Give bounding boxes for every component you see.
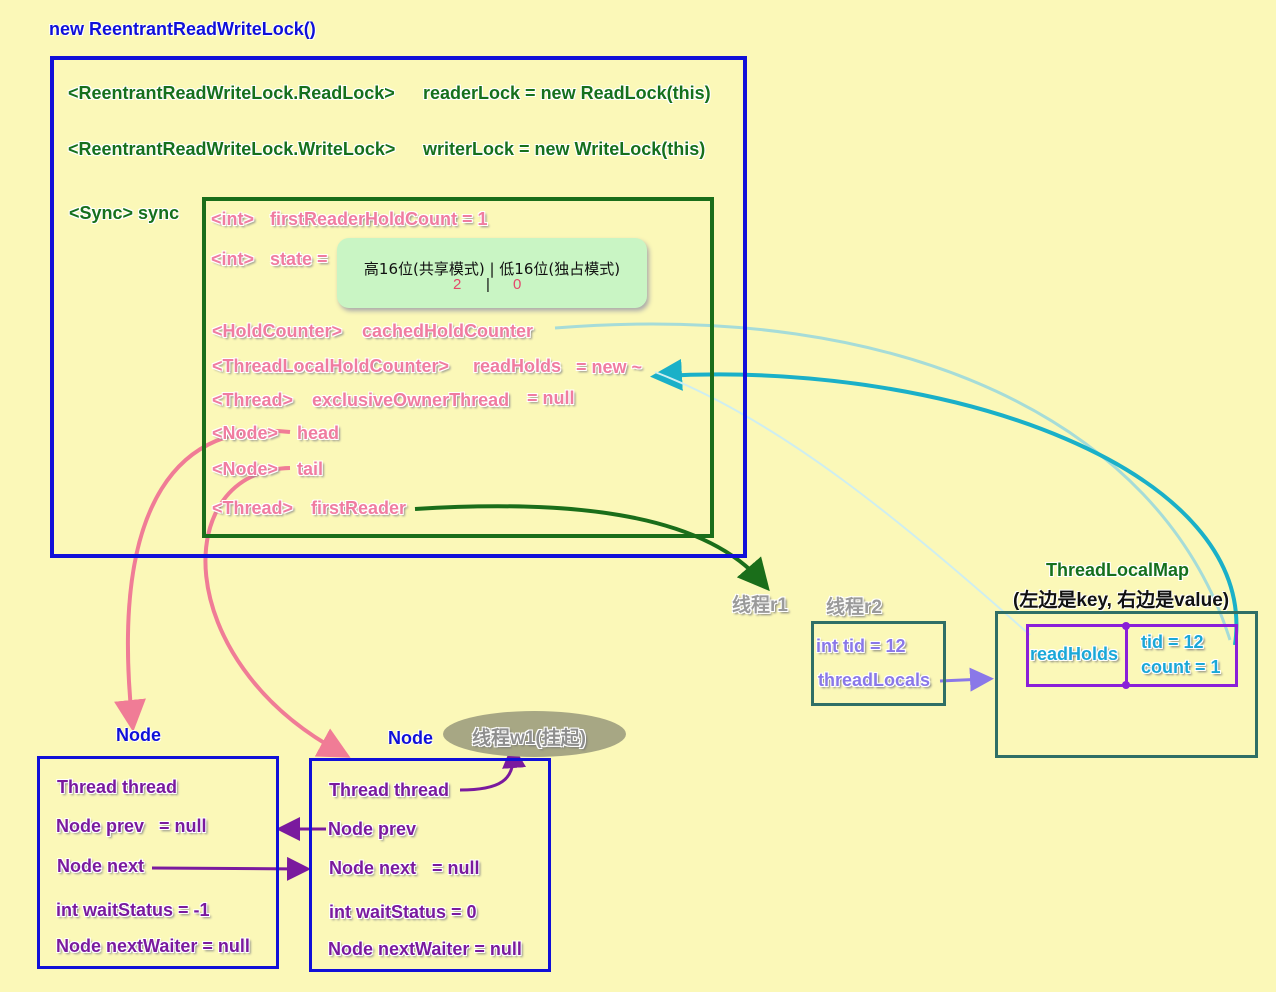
node2-box xyxy=(309,758,551,972)
readlock-field-value: readerLock = new ReadLock(this) xyxy=(423,83,711,103)
threadlocalmap-entry xyxy=(1026,624,1238,687)
writelock-field-type: <ReentrantReadWriteLock.WriteLock> xyxy=(68,139,396,159)
threadlocals-to-map-arrow xyxy=(939,667,994,692)
node2-next-value: = null xyxy=(432,858,480,878)
threadlocalmap-subtitle: (左边是key, 右边是value) xyxy=(1013,590,1230,611)
readlock-field-type: <ReentrantReadWriteLock.ReadLock> xyxy=(68,83,395,103)
head-to-node1-arrow xyxy=(114,428,291,732)
state-high-value: 2 xyxy=(453,276,462,293)
threadlocalmap-value-tid: tid = 12 xyxy=(1141,632,1204,652)
cachedholdcounter-to-map-arrow xyxy=(554,322,1232,641)
state-separator: | xyxy=(486,276,490,293)
readholds-key-link xyxy=(654,371,1031,636)
first-reader-field: firstReader xyxy=(311,498,407,518)
node1-label: Node xyxy=(116,725,161,745)
head-field: head xyxy=(297,423,340,443)
threadlocalmap-entry-divider xyxy=(1125,624,1128,687)
node1-thread: Thread thread xyxy=(57,777,178,797)
state-type: <int> xyxy=(211,249,255,269)
threadlocalmap-title: ThreadLocalMap xyxy=(1046,560,1190,580)
node1-next: Node next xyxy=(57,856,145,876)
node2-prev: Node prev xyxy=(328,819,417,839)
node2-next-waiter: Node nextWaiter = null xyxy=(328,939,522,959)
thread-r2-label: 线程r2 xyxy=(826,597,882,618)
node1-next-waiter: Node nextWaiter = null xyxy=(56,936,250,956)
state-bubble-header: 高16位(共享模式) | 低16位(独占模式) xyxy=(363,260,621,278)
thread-r2-tid: int tid = 12 xyxy=(816,636,906,656)
diagram-title: new ReentrantReadWriteLock() xyxy=(49,19,316,39)
sync-field-label: <Sync> sync xyxy=(69,203,180,223)
threadlocalmap-key: readHolds xyxy=(1030,644,1119,664)
node1-prev-value: = null xyxy=(159,816,207,836)
node1-wait-status: int waitStatus = -1 xyxy=(56,900,210,920)
thread-w1-label: 线程w1(挂起) xyxy=(472,728,587,749)
exclusive-owner-type: <Thread> xyxy=(212,390,294,410)
threadlocalmap-value-count: count = 1 xyxy=(1141,657,1221,677)
node1-box xyxy=(37,756,279,969)
read-holds: readHolds xyxy=(473,356,562,376)
first-reader-type: <Thread> xyxy=(212,498,294,518)
thread-r1-label: 线程r1 xyxy=(732,595,788,616)
thread-r2-box xyxy=(811,621,946,706)
thread-w1-ellipse xyxy=(443,711,626,757)
thread-r2-threadlocals: threadLocals xyxy=(818,670,931,690)
threadlocalmap-box xyxy=(995,611,1258,758)
node2-next: Node next xyxy=(329,858,417,878)
head-type: <Node> xyxy=(212,423,279,443)
node2-wait-status: int waitStatus = 0 xyxy=(329,902,477,922)
node2-label: Node xyxy=(388,728,433,748)
exclusive-owner-value: = null xyxy=(527,388,575,408)
node1-prev: Node prev xyxy=(56,816,145,836)
writelock-field-value: writerLock = new WriteLock(this) xyxy=(423,139,706,159)
tail-to-node2-arrow xyxy=(203,466,351,758)
state-low-value: 0 xyxy=(513,276,522,293)
first-reader-hold-count-type: <int> xyxy=(211,209,255,229)
exclusive-owner-thread: exclusiveOwnerThread xyxy=(312,390,510,410)
sync-object-box xyxy=(202,197,714,538)
lock-object-box xyxy=(50,56,747,558)
read-holds-type: <ThreadLocalHoldCounter> xyxy=(212,356,450,376)
tail-type: <Node> xyxy=(212,459,279,479)
read-holds-value: = new ~ xyxy=(576,357,643,377)
tail-field: tail xyxy=(297,459,324,479)
cached-hold-counter: cachedHoldCounter xyxy=(362,321,534,341)
cached-hold-counter-type: <HoldCounter> xyxy=(212,321,343,341)
state-value-bubble: 高16位(共享模式) | 低16位(独占模式) 2 | 0 xyxy=(337,238,647,308)
map-to-readholds-arrow xyxy=(650,358,1239,646)
state-label: state = xyxy=(270,249,328,269)
node2-thread: Thread thread xyxy=(329,780,450,800)
first-reader-hold-count: firstReaderHoldCount = 1 xyxy=(270,209,488,229)
